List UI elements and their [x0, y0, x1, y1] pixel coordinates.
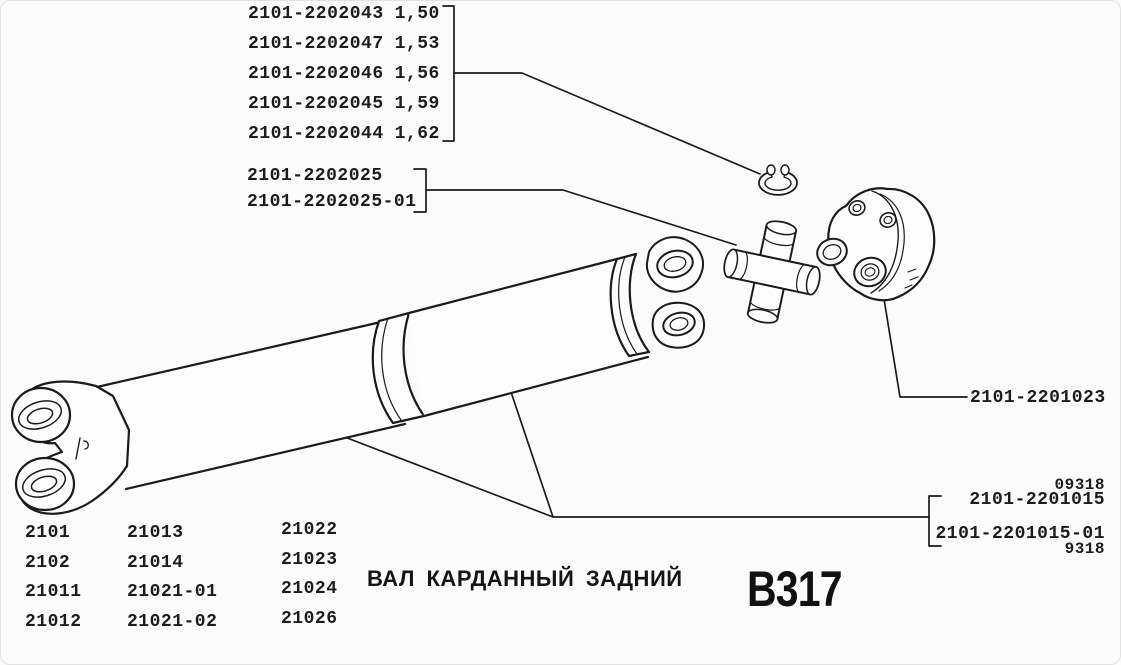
part-number: 2101-2202045 — [248, 94, 384, 114]
part-number: 2101-2202043 — [248, 4, 384, 24]
assembly-code-top: 09318 — [1054, 476, 1105, 494]
end-collar — [609, 252, 651, 358]
applicability-column-1: 2101 2102 21011 21012 — [25, 524, 82, 642]
assembly-code-bottom: 9318 — [1064, 540, 1105, 558]
assembly-part-number-1: 2101-2201015 — [969, 490, 1105, 510]
part-number: 2101-2202047 — [248, 34, 384, 54]
model-code: 2102 — [25, 552, 71, 573]
leader-line-snap-ring — [453, 72, 761, 175]
shaft-yoke-ears — [645, 236, 705, 349]
model-code: 21014 — [127, 552, 184, 573]
part-number: 2101-2202046 — [248, 64, 384, 84]
model-code: 2101 — [25, 523, 71, 543]
snap-ring — [758, 164, 798, 196]
u-joint-cross — [723, 220, 821, 324]
model-code: 21022 — [281, 520, 338, 540]
model-code: 21011 — [25, 582, 82, 603]
bracket-shaft-variants — [442, 5, 455, 142]
shaft-variants-list: 2101-2202043 1,50 2101-2202047 1,53 2101… — [248, 5, 440, 155]
leader-shaft-variants — [442, 5, 761, 175]
applicability-column-2: 21013 21014 21021-01 21021-02 — [127, 524, 217, 642]
list-item: 2101-2202045 1,59 — [248, 95, 440, 125]
part-number: 2101-2202025-01 — [247, 192, 417, 212]
leader-assembly — [328, 385, 942, 547]
part-value: 1,62 — [394, 124, 440, 144]
model-code: 21021-01 — [127, 582, 218, 603]
model-code: 21021-02 — [127, 611, 218, 632]
slip-yoke — [10, 380, 131, 515]
figure-caption: ВАЛ КАРДАННЫЙ ЗАДНИЙ — [367, 566, 683, 591]
part-value: 1,53 — [394, 34, 440, 54]
part-number: 2101-2202044 — [248, 124, 384, 144]
leader-line-cross — [425, 189, 737, 246]
part-value: 1,59 — [394, 94, 440, 114]
model-code: 21023 — [281, 549, 338, 570]
part-value: 1,50 — [394, 4, 440, 24]
applicability-column-3: 21022 21023 21024 21026 — [281, 521, 338, 639]
flange-yoke — [816, 187, 936, 302]
flange-bolt-hole — [879, 212, 897, 228]
list-item: 2101-2202046 1,56 — [248, 65, 440, 95]
list-item: 2101-2202043 1,50 — [248, 5, 440, 35]
ujoint-parts-list: 2101-2202025 2101-2202025-01 — [247, 167, 417, 219]
list-item: 2101-2202025 — [247, 167, 417, 193]
leader-ujoint — [413, 168, 737, 246]
shaft-tube-front — [407, 257, 650, 418]
flange-bearing-bore — [816, 237, 848, 267]
model-code: 21012 — [25, 611, 82, 632]
part-value: 1,56 — [394, 64, 440, 84]
list-item: 2101-2202025-01 — [247, 193, 417, 219]
flange-bolt-hole — [848, 200, 866, 216]
leader-line-flange — [883, 298, 968, 398]
model-code: 21026 — [281, 608, 338, 629]
figure-code: B317 — [747, 561, 843, 617]
list-item: 2101-2202044 1,62 — [248, 125, 440, 155]
flange-part-number: 2101-2201023 — [970, 388, 1106, 408]
assembly-part-number-2: 2101-2201015-01 — [935, 524, 1105, 544]
part-number: 2101-2202025 — [247, 166, 383, 186]
leader-line-shaft — [328, 385, 930, 518]
leader-flange — [883, 298, 968, 398]
list-item: 2101-2202047 1,53 — [248, 35, 440, 65]
bracket-assembly — [928, 495, 942, 547]
model-code: 21024 — [281, 579, 338, 600]
shaft-tube-rear — [95, 320, 407, 491]
model-code: 21013 — [127, 523, 184, 543]
flange-bearing-bore — [853, 256, 887, 288]
